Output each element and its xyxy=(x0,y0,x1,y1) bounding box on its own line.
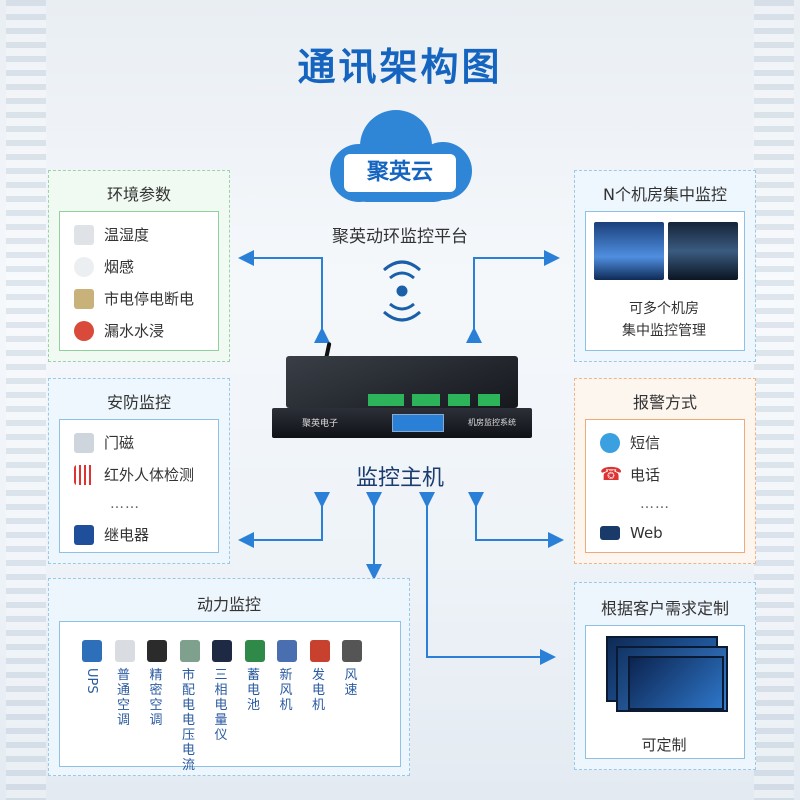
panel-inner: 门磁 红外人体检测 …… 继电器 xyxy=(59,419,219,553)
power-item-label: 新风机 xyxy=(279,668,293,713)
platform-label: 聚英动环监控平台 xyxy=(332,227,468,247)
cloud-brand-label: 聚英云 xyxy=(344,154,456,192)
host-label: 监控主机 xyxy=(355,466,444,491)
list-item: 门磁 xyxy=(74,432,134,453)
phone-icon: ☎ xyxy=(600,463,623,485)
panel-inner: 短信 ☎电话 …… Web xyxy=(585,419,745,553)
precision-ac-icon xyxy=(147,640,167,662)
panel-title: N个机房集中监控 xyxy=(603,185,727,204)
panel-inner: 温湿度 烟感 市电停电断电 漏水水浸 xyxy=(59,211,219,351)
list-item: 短信 xyxy=(600,432,660,453)
web-monitor-icon xyxy=(600,526,620,540)
custom-caption: 可定制 xyxy=(641,736,687,754)
power-item-label: 市配电电压电流 xyxy=(181,668,195,773)
panel-environment: 环境参数 温湿度 烟感 市电停电断电 漏水水浸 xyxy=(48,170,230,362)
server-room-photo xyxy=(594,222,664,280)
generator-icon xyxy=(309,640,330,662)
ups-icon xyxy=(82,640,102,662)
list-item: 红外人体检测 xyxy=(74,464,194,485)
arrow-host-security xyxy=(238,492,330,548)
list-item: 烟感 xyxy=(74,256,134,277)
background-server-rack xyxy=(6,0,46,800)
list-item: 漏水水浸 xyxy=(74,320,164,341)
ellipsis: …… xyxy=(640,496,670,512)
relay-icon xyxy=(74,524,94,545)
wireless-icon xyxy=(383,260,421,322)
list-item: ☎电话 xyxy=(600,463,661,485)
battery-icon xyxy=(244,640,265,662)
fresh-air-unit-icon xyxy=(277,640,297,662)
rooms-caption: 可多个机房 集中监控管理 xyxy=(622,301,706,339)
list-item: 市电停电断电 xyxy=(74,288,194,309)
device-system-label: 机房监控系统 xyxy=(468,418,516,427)
panel-title: 动力监控 xyxy=(196,595,261,614)
power-failure-sensor-icon xyxy=(74,288,94,309)
dashboard-screen-image xyxy=(628,656,724,710)
panel-alarm: 报警方式 短信 ☎电话 …… Web xyxy=(574,378,756,564)
device-brand-label: 聚英电子 xyxy=(302,419,339,429)
infrared-detector-icon xyxy=(74,464,94,485)
page-title: 通讯架构图 xyxy=(297,45,503,89)
panel-title: 根据客户需求定制 xyxy=(600,599,729,618)
power-item-label: 三相电量仪 xyxy=(214,668,228,743)
panel-title: 环境参数 xyxy=(106,185,171,204)
power-item-label: 精密空调 xyxy=(149,668,163,728)
panel-title: 报警方式 xyxy=(632,393,697,412)
arrow-platform-rooms xyxy=(466,250,560,343)
monitoring-host-device: 聚英电子 机房监控系统 xyxy=(272,341,532,442)
power-item-label: UPS xyxy=(84,668,99,694)
power-item-label: 发电机 xyxy=(311,668,325,713)
ellipsis: …… xyxy=(110,496,140,512)
arrow-host-custom xyxy=(419,492,556,665)
arrow-env-platform xyxy=(238,250,330,343)
door-sensor-icon xyxy=(74,432,94,453)
power-item-label: 普通空调 xyxy=(116,668,130,728)
device-lcd-screen xyxy=(392,414,444,432)
panel-title: 安防监控 xyxy=(106,393,171,412)
temp-humidity-sensor-icon xyxy=(74,224,94,245)
power-item-label: 风速 xyxy=(344,668,358,698)
power-meter-icon xyxy=(179,640,200,662)
list-item: 继电器 xyxy=(74,524,149,545)
anemometer-icon xyxy=(342,640,362,662)
cloud-logo: 聚英云 xyxy=(322,110,476,206)
water-leak-sensor-icon xyxy=(74,320,94,341)
list-item: Web xyxy=(600,524,663,542)
smoke-detector-icon xyxy=(74,256,94,277)
three-phase-meter-icon xyxy=(212,640,232,662)
sms-icon xyxy=(600,432,620,453)
background-server-rack xyxy=(754,0,794,800)
air-conditioner-icon xyxy=(114,640,135,662)
list-item: 温湿度 xyxy=(74,224,149,245)
panel-security: 安防监控 门磁 红外人体检测 …… 继电器 xyxy=(48,378,230,564)
server-room-photo xyxy=(668,222,738,280)
arrow-host-alarm xyxy=(468,492,564,548)
power-item-label: 蓄电池 xyxy=(246,668,260,713)
